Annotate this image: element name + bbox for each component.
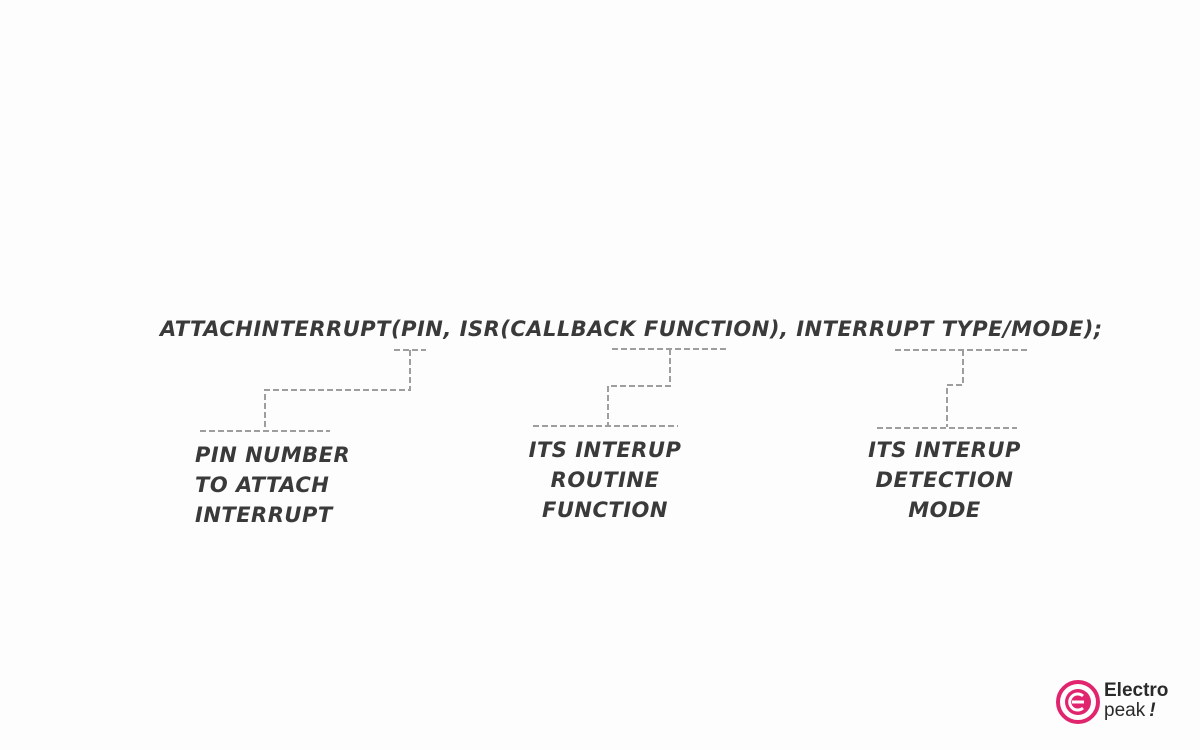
mode-annotation: ITS INTERUP DETECTION MODE: [862, 435, 1027, 525]
logo-exclamation: !: [1149, 700, 1156, 721]
logo-word-peak: peak: [1104, 700, 1146, 721]
isr-connector: [607, 349, 671, 425]
logo-word-electro: Electro: [1104, 680, 1169, 701]
electropeak-logo-icon: [1056, 680, 1100, 724]
annotation-line: ITS INTERUP: [528, 438, 682, 462]
pin-connector: [264, 350, 411, 430]
pin-number-annotation: PIN NUMBER TO ATTACH INTERRUPT: [195, 440, 350, 530]
annotation-line: MODE: [908, 498, 981, 522]
annotation-line: PIN NUMBER: [195, 443, 351, 467]
annotation-line: INTERRUPT: [195, 503, 333, 527]
annotation-line: ROUTINE: [550, 468, 660, 492]
isr-annotation: ITS INTERUP ROUTINE FUNCTION: [520, 435, 690, 525]
code-signature: attachInterrupt(pin, ISR(callback functi…: [160, 317, 1103, 341]
annotation-line: TO ATTACH: [195, 473, 330, 497]
electropeak-logo: Electro peak!: [1056, 680, 1180, 726]
annotation-line: ITS INTERUP: [868, 438, 1021, 462]
mode-connector: [946, 350, 964, 427]
annotation-line: DETECTION: [875, 468, 1014, 492]
annotation-line: FUNCTION: [542, 498, 668, 522]
